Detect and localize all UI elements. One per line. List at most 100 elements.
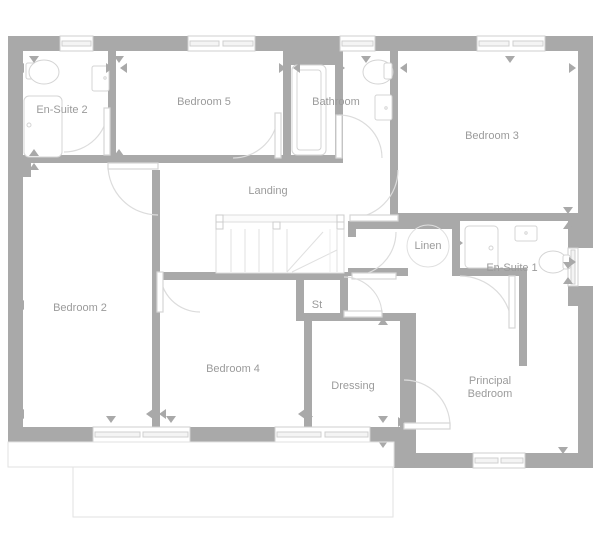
marker-right xyxy=(338,63,345,73)
window-top-3 xyxy=(339,35,376,52)
room-label-dressing: Dressing xyxy=(331,380,374,392)
marker-down xyxy=(114,56,124,63)
bath-bathroom-icon xyxy=(291,64,327,156)
wall-st-left xyxy=(296,280,304,320)
wall-bedroom3-left xyxy=(390,51,398,213)
walls xyxy=(8,36,593,468)
wall-ensuite1-niche2 xyxy=(568,286,578,306)
marker-right xyxy=(279,63,286,73)
door-st xyxy=(343,276,383,318)
marker-left xyxy=(17,300,24,310)
window-bottom-1 xyxy=(92,426,191,443)
wall-bottom-seg-5 xyxy=(525,453,593,468)
marker-down xyxy=(106,416,116,423)
ghost-outline xyxy=(7,441,395,518)
room-label-principal-bedroom-1: Principal xyxy=(469,375,511,387)
wall-ensuite2-right xyxy=(108,51,116,155)
room-label-principal-bedroom-2: Bedroom xyxy=(468,388,513,400)
wall-bedroom5-right xyxy=(283,51,291,163)
marker-right xyxy=(106,63,113,73)
basin-bathroom-icon xyxy=(374,94,393,121)
wall-top-seg-2 xyxy=(93,36,188,51)
room-label-st: St xyxy=(312,299,322,311)
wall-left-lower xyxy=(8,170,23,442)
marker-down xyxy=(166,416,176,423)
door-bathroom xyxy=(335,114,383,159)
marker-down xyxy=(563,262,573,269)
room-label-bathroom: Bathroom xyxy=(312,96,360,108)
marker-down xyxy=(303,416,313,423)
room-label-bedroom-3: Bedroom 3 xyxy=(465,130,519,142)
wall-ensuite1-right-vert xyxy=(519,276,527,366)
marker-down xyxy=(29,56,39,63)
door-en-suite-2 xyxy=(63,107,111,156)
wall-ensuite2-bottom xyxy=(23,155,116,163)
door-landing-north xyxy=(107,162,159,216)
wall-linen-left xyxy=(348,221,356,237)
room-label-landing: Landing xyxy=(248,185,287,197)
toilet-bathroom-icon xyxy=(362,59,394,85)
windows xyxy=(59,35,579,469)
wall-bottom-seg-2 xyxy=(190,427,275,442)
marker-left xyxy=(293,63,300,73)
marker-right xyxy=(159,409,166,419)
marker-right xyxy=(456,238,463,248)
marker-left xyxy=(298,409,305,419)
door-linen xyxy=(351,231,397,280)
wall-ensuite1-niche xyxy=(568,221,578,248)
marker-up xyxy=(29,163,39,170)
room-label-bedroom-2: Bedroom 2 xyxy=(53,302,107,314)
window-bottom-2 xyxy=(274,426,371,443)
wall-landing-left-stub xyxy=(23,163,31,177)
view-markers xyxy=(17,56,576,466)
marker-down xyxy=(505,56,515,63)
room-label-bedroom-4: Bedroom 4 xyxy=(206,363,260,375)
wall-dressing-left xyxy=(304,321,312,427)
linen-circle-icon xyxy=(406,224,450,268)
window-bottom-3 xyxy=(472,452,526,469)
marker-down xyxy=(558,447,568,454)
marker-left xyxy=(17,63,24,73)
marker-down xyxy=(361,56,371,63)
wall-right-upper xyxy=(578,36,593,248)
wall-bathroom-right xyxy=(335,51,343,163)
staircase-icon xyxy=(215,214,345,274)
wall-bottom-seg-4 xyxy=(394,453,473,468)
door-en-suite-1 xyxy=(459,275,516,329)
basin-en-suite-2-icon xyxy=(91,65,110,92)
wall-bathroom-bottom xyxy=(291,155,343,163)
door-bedroom-2 xyxy=(156,271,201,313)
wall-top-seg-4 xyxy=(375,36,477,51)
marker-right xyxy=(569,63,576,73)
marker-up xyxy=(114,149,124,156)
marker-right xyxy=(398,417,405,427)
ghost-block-bottom xyxy=(72,466,394,518)
marker-down xyxy=(378,416,388,423)
wall-bedroom2-right xyxy=(152,170,160,280)
marker-down xyxy=(563,207,573,214)
ghost-block-left xyxy=(7,441,395,468)
room-labels: En-Suite 2 Bedroom 5 Bathroom Bedroom 3 … xyxy=(36,96,537,400)
marker-up xyxy=(563,277,573,284)
wall-principal-left xyxy=(408,313,416,427)
marker-left xyxy=(120,63,127,73)
bath-en-suite-2-icon xyxy=(23,95,63,158)
marker-left xyxy=(411,456,418,466)
wall-stair-bottom xyxy=(160,272,348,280)
marker-left xyxy=(17,409,24,419)
window-top-2 xyxy=(187,35,256,52)
fixtures xyxy=(23,59,571,274)
wall-bedroom5-bottom xyxy=(116,155,283,163)
marker-left xyxy=(146,409,153,419)
wall-bedroom2-right-lower xyxy=(152,280,160,442)
wall-linen-top xyxy=(348,221,460,229)
wall-linen-bottom xyxy=(348,268,408,276)
door-bedroom-5 xyxy=(232,112,282,159)
door-bedroom-3 xyxy=(349,169,399,222)
window-top-1 xyxy=(59,35,94,52)
wall-bedroom3-bottom xyxy=(390,213,578,221)
window-top-4 xyxy=(476,35,546,52)
wall-right-mid xyxy=(578,286,593,468)
wall-ensuite1-bottom xyxy=(452,268,527,276)
